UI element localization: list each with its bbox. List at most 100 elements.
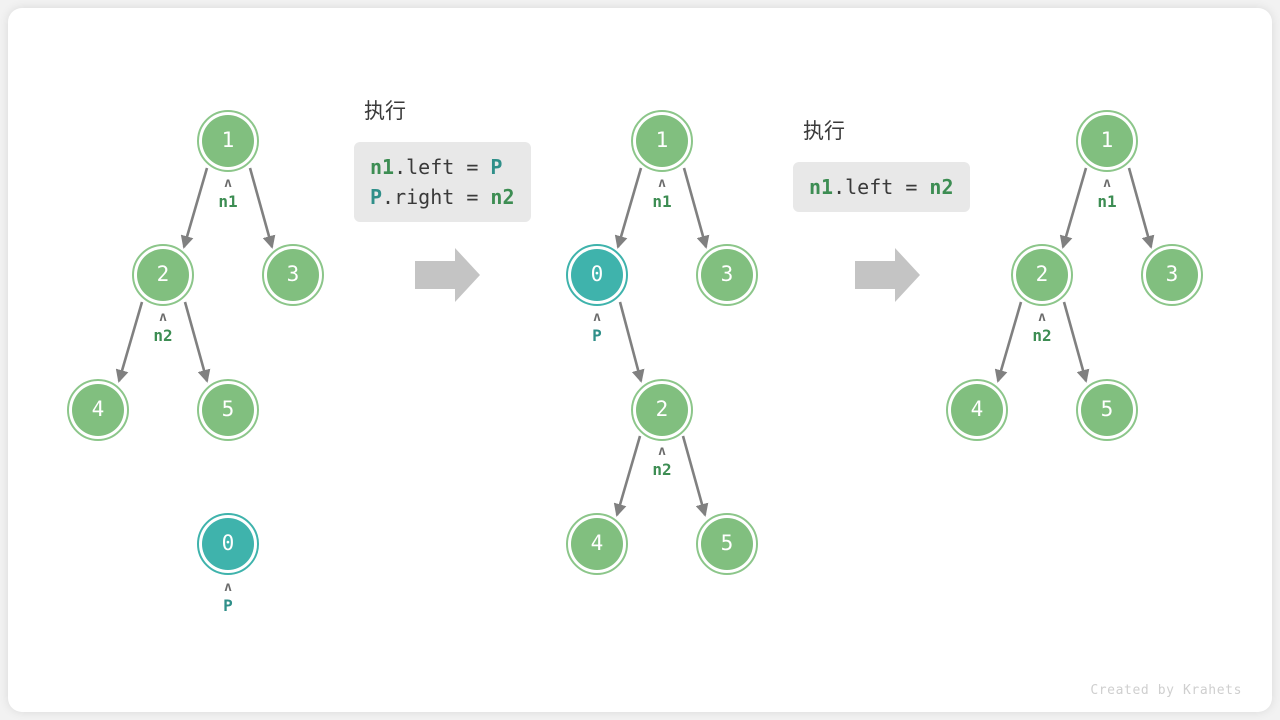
node-disc [636, 384, 688, 436]
tree1-node-5[interactable]: 5 [197, 379, 259, 441]
caret-icon: ʌ [159, 310, 167, 325]
transition-arrow-2 [855, 248, 920, 302]
node-disc [1081, 115, 1133, 167]
code-line-2: P.right = n2 [370, 182, 515, 212]
transition-arrow-1 [415, 248, 480, 302]
node-value: 3 [286, 262, 300, 286]
node-disc [202, 115, 254, 167]
node-disc [72, 384, 124, 436]
node-value: 5 [720, 531, 734, 555]
tree2-node-5[interactable]: 5 [696, 513, 758, 575]
pointer-label: P [223, 596, 233, 615]
node-ring [696, 244, 758, 306]
tree2-node-0[interactable]: 0 [566, 244, 628, 306]
node-value: 5 [1100, 397, 1114, 421]
caret-icon: ʌ [658, 444, 666, 459]
node-ring [946, 379, 1008, 441]
node-ring [1141, 244, 1203, 306]
node-value: 2 [156, 262, 170, 286]
caret-icon: ʌ [593, 310, 601, 325]
code-token-n2: n2 [490, 185, 515, 209]
node-disc [571, 518, 623, 570]
code-token-left: .left = [394, 155, 491, 179]
node-ring [262, 244, 324, 306]
node-disc [1016, 249, 1068, 301]
tree1-node-3[interactable]: 3 [262, 244, 324, 306]
tree1-node-1[interactable]: 1 [197, 110, 259, 172]
node-disc [1146, 249, 1198, 301]
step-2-title: 执行 [364, 99, 406, 123]
code-line-1: n1.left = P [370, 152, 515, 182]
node-value: 5 [221, 397, 235, 421]
tree2-node-2[interactable]: 2 [631, 379, 693, 441]
node-ring [566, 244, 628, 306]
node-disc [1081, 384, 1133, 436]
node-disc [701, 249, 753, 301]
step-2-code-block: n1.left = P P.right = n2 [354, 142, 531, 222]
node-ring [631, 379, 693, 441]
node-disc [202, 518, 254, 570]
tree3-node-4[interactable]: 4 [946, 379, 1008, 441]
tree1-node-4[interactable]: 4 [67, 379, 129, 441]
node-ring [1011, 244, 1073, 306]
pointer-label: n1 [1097, 192, 1117, 211]
node-value: 4 [91, 397, 105, 421]
tree1-pointer-n2: ʌ n2 [133, 310, 193, 345]
tree3-pointer-n2: ʌ n2 [1012, 311, 1072, 345]
node-value: 3 [720, 262, 734, 286]
tree1-pointer-n1: ʌ n1 [198, 177, 258, 211]
node-ring [1076, 110, 1138, 172]
tree1-node-0-new[interactable]: 0 [197, 513, 259, 575]
tree2-node-4[interactable]: 4 [566, 513, 628, 575]
node-value: 1 [655, 128, 669, 152]
tree1-pointer-p: ʌ P [198, 580, 258, 615]
node-value: 0 [590, 262, 604, 286]
tree3-node-5[interactable]: 5 [1076, 379, 1138, 441]
node-ring [631, 110, 693, 172]
tree3-node-3[interactable]: 3 [1141, 244, 1203, 306]
pointer-label: n2 [652, 460, 672, 479]
tree2-node-3[interactable]: 3 [696, 244, 758, 306]
tree3-pointer-n1: ʌ n1 [1077, 176, 1137, 211]
step-3-code-block: n1.left = n2 [793, 162, 970, 212]
code-token-p2: P [370, 185, 383, 209]
pointer-label: n2 [153, 326, 173, 345]
code-token-n2: n2 [929, 175, 954, 199]
code-line-1: n1.left = n2 [809, 172, 954, 202]
tree3-node-2[interactable]: 2 [1011, 244, 1073, 306]
node-ring [197, 110, 259, 172]
caret-icon: ʌ [1103, 176, 1111, 191]
node-value: 2 [655, 397, 669, 421]
tree1-node-2[interactable]: 2 [132, 244, 194, 306]
node-disc [202, 384, 254, 436]
tree2-pointer-p: ʌ P [567, 310, 627, 345]
node-ring [566, 513, 628, 575]
node-ring [1076, 379, 1138, 441]
watermark-credit: Created by Krahets [1090, 683, 1242, 698]
node-disc [636, 115, 688, 167]
node-disc [701, 518, 753, 570]
node-disc [137, 249, 189, 301]
pointer-label: P [592, 326, 602, 345]
node-disc [951, 384, 1003, 436]
code-token-p: P [490, 155, 503, 179]
pointer-label: n1 [652, 192, 672, 211]
node-ring [132, 244, 194, 306]
caret-icon: ʌ [224, 580, 232, 595]
tree2-pointer-n2: ʌ n2 [632, 444, 692, 479]
node-value: 4 [970, 397, 984, 421]
tree2-node-1[interactable]: 1 [631, 110, 693, 172]
node-value: 1 [1100, 128, 1114, 152]
node-ring [696, 513, 758, 575]
pointer-label: n2 [1032, 326, 1052, 345]
pointer-label: n1 [218, 192, 238, 211]
node-disc [267, 249, 319, 301]
tree3-node-1[interactable]: 1 [1076, 110, 1138, 172]
code-token-right: .right = [382, 185, 491, 209]
node-value: 0 [221, 531, 235, 555]
tree2-pointer-n1: ʌ n1 [632, 177, 692, 211]
node-value: 2 [1035, 262, 1049, 286]
node-value: 1 [221, 128, 235, 152]
